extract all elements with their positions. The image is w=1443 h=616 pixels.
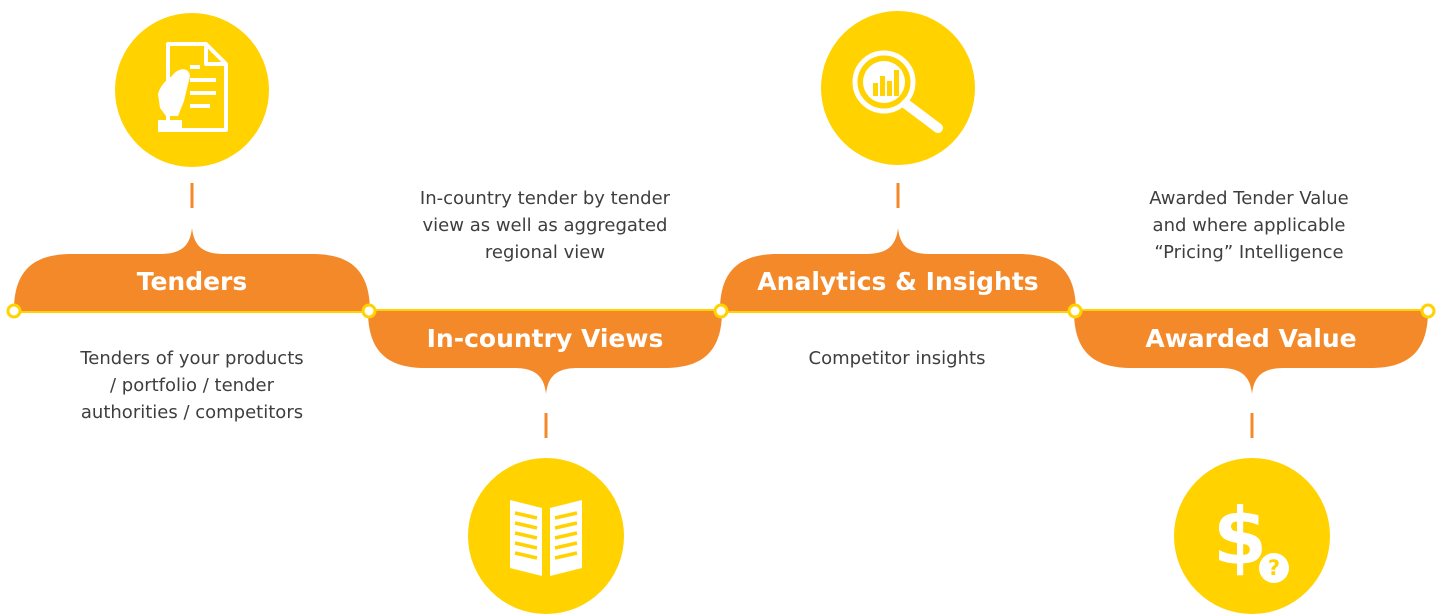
timeline-node xyxy=(361,303,377,319)
magnifier-bar-chart-icon xyxy=(821,11,975,165)
timeline-node xyxy=(1420,303,1436,319)
tender-document-hand-icon xyxy=(115,13,269,167)
stage-tenders-tab xyxy=(14,228,370,311)
timeline-node xyxy=(6,303,22,319)
stage-in-country-views-description: In-country tender by tender view as well… xyxy=(419,188,671,263)
dollar-question-icon: $ ? xyxy=(1174,458,1330,614)
stage-awarded-value-title: Awarded Value xyxy=(1145,324,1356,353)
stage-in-country-views: In-country Views xyxy=(368,311,722,614)
stage-awarded-value-tab xyxy=(1074,311,1428,394)
stage-analytics-insights-tab xyxy=(720,228,1076,311)
open-book-icon xyxy=(468,458,624,614)
stage-analytics-insights-description: Competitor insights xyxy=(808,348,986,369)
timeline-nodes xyxy=(6,303,1436,319)
stage-awarded-value: Awarded Value $ ? xyxy=(1074,311,1428,614)
stage-tenders-description: Tenders of your products / portfolio / t… xyxy=(80,348,304,423)
stage-awarded-value-description: Awarded Tender Value and where applicabl… xyxy=(1149,188,1349,263)
stage-tenders-title: Tenders xyxy=(137,267,248,296)
stage-in-country-views-title: In-country Views xyxy=(427,324,664,353)
stage-in-country-views-tab xyxy=(368,311,722,394)
timeline-node xyxy=(1067,303,1083,319)
svg-text:?: ? xyxy=(1268,556,1280,580)
stage-analytics-insights-title: Analytics & Insights xyxy=(757,267,1038,296)
stage-analytics-insights: Analytics & Insights xyxy=(720,11,1076,311)
timeline-node xyxy=(713,303,729,319)
stage-tenders: Tenders xyxy=(14,13,370,311)
svg-text:$: $ xyxy=(1213,492,1267,582)
